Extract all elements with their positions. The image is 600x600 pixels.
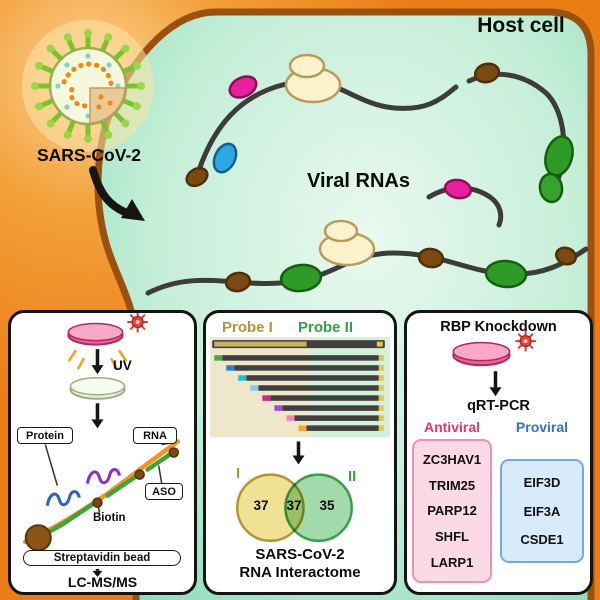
proviral-title: Proviral (515, 419, 569, 435)
knockdown-dish-icon (452, 341, 511, 367)
probe-interactome-panel: Probe I Probe II I II 37 37 35 SARS-CoV-… (203, 310, 397, 595)
venn-right-label: II (348, 468, 357, 485)
rna-tag: RNA (133, 427, 177, 444)
aso-probe-lines (45, 452, 172, 536)
probe2-label: Probe II (298, 319, 354, 336)
antiviral-title: Antiviral (423, 419, 480, 435)
venn-overlap-count: 37 (286, 498, 302, 513)
probe-tiling-graphic (210, 337, 390, 543)
streptavidin-bead-tag: Streptavidin bead (23, 550, 181, 566)
gene-item: SHFL (435, 529, 469, 545)
viral-rnas-label: Viral RNAs (306, 170, 410, 192)
genomic-rna-bar (212, 340, 385, 349)
biotin-dots (92, 447, 180, 508)
protein-squiggle-blue (45, 490, 81, 507)
lysis-arrow (91, 403, 104, 429)
uv-crosslink-arrow (91, 349, 104, 375)
ribosome-icon (318, 219, 376, 267)
protein-squiggle-purple (85, 468, 122, 485)
probe1-label: Probe I (222, 319, 273, 336)
virus-icon (515, 330, 537, 352)
gene-item: ZC3HAV1 (422, 451, 482, 467)
lc-ms-ms-label: LC-MS/MS (67, 574, 138, 590)
protein-blob-green-icon (279, 263, 323, 293)
gene-item: LARP1 (430, 555, 474, 571)
protein-blob-blue-icon (212, 142, 238, 174)
venn-arrow (292, 441, 305, 465)
venn-left-count: 37 (253, 498, 269, 513)
gene-item: CSDE1 (520, 532, 564, 548)
gene-item: EIF3D (523, 474, 561, 490)
uv-label: UV (113, 358, 132, 373)
protein-blob-brown-icon (224, 271, 252, 293)
ms-arrow (92, 568, 103, 577)
ribosome-icon (284, 53, 342, 104)
venn-right-count: 35 (319, 498, 335, 513)
interactome-caption-line2: RNA Interactome (239, 564, 361, 581)
protein-tag: Protein (17, 427, 73, 444)
protein-blob-brown-icon (417, 247, 445, 269)
biotin-label: Biotin (93, 512, 126, 524)
proviral-gene-list: EIF3D EIF3A CSDE1 (500, 459, 584, 563)
virus-entry-arrow (89, 166, 145, 221)
knockdown-workflow-graphic (452, 330, 537, 397)
protein-blob-magenta-icon (443, 178, 473, 200)
protein-blob-magenta-icon (228, 75, 258, 99)
venn-circle-probe2 (284, 473, 353, 543)
sars-cov-2-virion-icon (22, 20, 154, 152)
antiviral-gene-list: ZC3HAV1 TRIM25 PARP12 SHFL LARP1 (412, 439, 492, 583)
subgenomic-rna-rows (214, 355, 384, 431)
protein-blob-green-icon (538, 135, 574, 204)
protein-blob-brown-icon (185, 166, 209, 188)
uv-rays-icon (68, 349, 127, 370)
gene-item: TRIM25 (428, 477, 476, 493)
rna-binding-protein-icons (185, 53, 578, 293)
interactome-caption-line1: SARS-CoV-2 (255, 546, 345, 563)
clip-ms-panel: UV Protein RNA ASO Biotin Streptavidin b… (8, 310, 197, 595)
qrtpcr-arrow (489, 371, 502, 397)
host-cell-label: Host cell (477, 14, 565, 37)
aso-tag: ASO (145, 483, 183, 500)
streptavidin-bead-icon (24, 524, 52, 552)
protein-blob-brown-icon (554, 246, 578, 266)
virus-icon (127, 313, 149, 333)
rbp-knockdown-panel: RBP Knockdown qRT-PCR Antiviral Proviral… (404, 310, 593, 595)
qrtpcr-label: qRT-PCR (467, 398, 530, 414)
knockdown-title: RBP Knockdown (440, 319, 557, 335)
crosslinked-dish-icon (69, 376, 126, 400)
venn-diagram (236, 473, 353, 543)
gene-item: PARP12 (427, 503, 477, 519)
protein-blob-brown-icon (473, 62, 501, 84)
sars-cov-2-label: SARS-CoV-2 (36, 145, 142, 165)
gene-item: EIF3A (523, 503, 561, 519)
protein-blob-green-icon (484, 259, 528, 289)
venn-left-label: I (236, 465, 241, 482)
infected-cells-dish-icon (67, 322, 124, 346)
